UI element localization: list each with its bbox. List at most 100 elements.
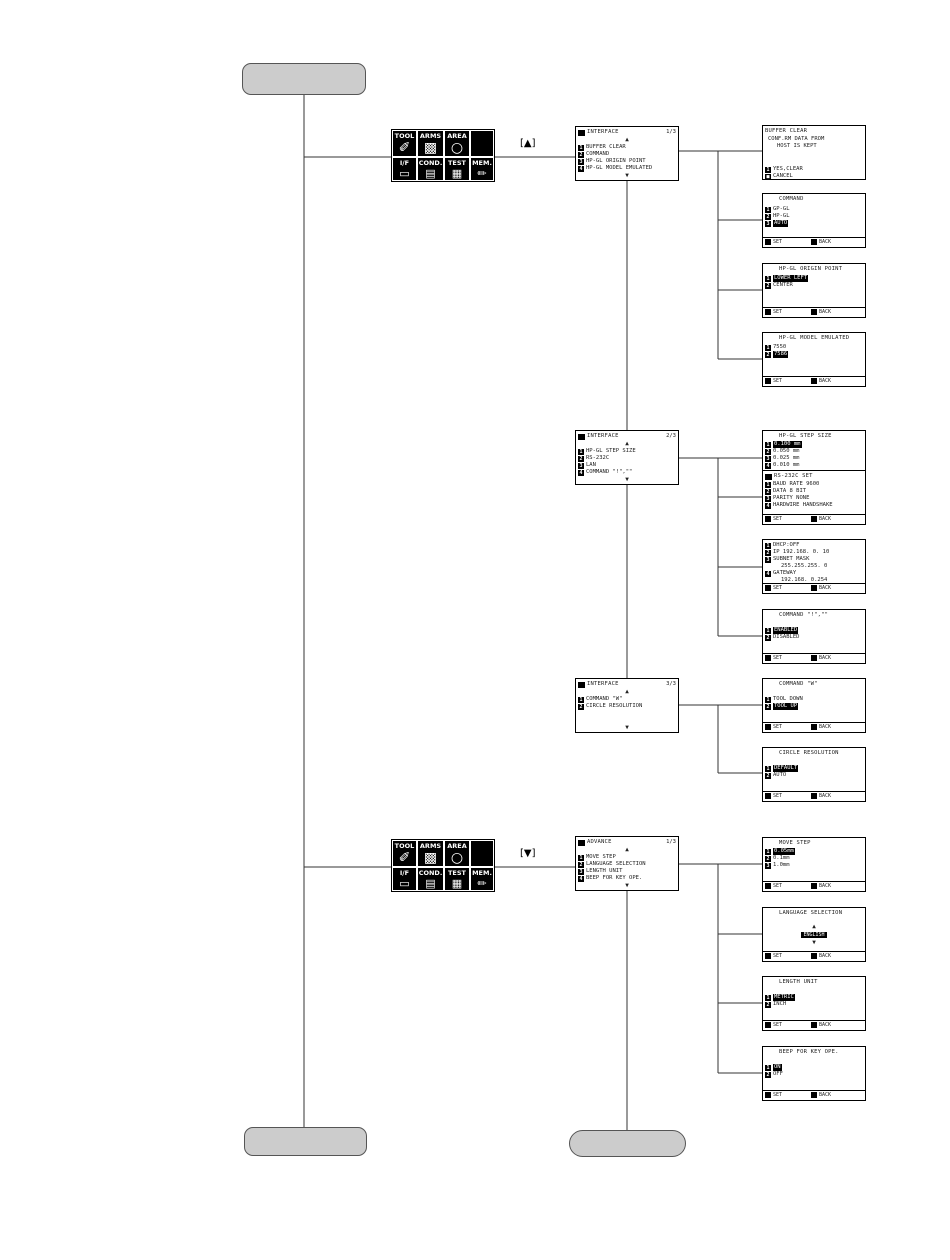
screen-footer: SET BACK	[763, 881, 865, 891]
area-tile[interactable]: AREA ○	[444, 840, 470, 867]
if-tile[interactable]: I/F ▭	[392, 867, 417, 891]
cond-tile[interactable]: COND. ▤	[417, 157, 444, 181]
continue-node-right	[569, 1130, 686, 1157]
tool-tile[interactable]: TOOL ✐	[392, 840, 417, 867]
set-button[interactable]: SET	[763, 654, 782, 662]
scroll-up-icon[interactable]: ▲	[812, 923, 816, 930]
set-button[interactable]: SET	[763, 792, 782, 800]
back-button[interactable]: BACK	[809, 882, 831, 890]
back-button[interactable]: BACK	[809, 377, 831, 385]
scroll-up-icon[interactable]: ▲	[625, 846, 629, 853]
set-button[interactable]: SET	[763, 308, 782, 316]
set-button[interactable]: SET	[763, 723, 782, 731]
test-tile[interactable]: TEST ▦	[444, 867, 470, 891]
set-button[interactable]: SET	[763, 952, 782, 960]
area-tile[interactable]: AREA ○	[444, 130, 470, 157]
set-button[interactable]: SET	[763, 882, 782, 890]
scroll-down-icon[interactable]: ▼	[625, 724, 629, 731]
set-button[interactable]: SET	[763, 584, 782, 592]
scroll-down-icon[interactable]: ▼	[812, 939, 816, 946]
scroll-down-icon[interactable]: ▼	[625, 476, 629, 483]
cancel-option[interactable]: ■CANCEL	[765, 173, 793, 180]
scroll-up-icon[interactable]: ▲	[625, 688, 629, 695]
mem-tile[interactable]: MEM. ✏	[470, 867, 494, 891]
scroll-up-icon[interactable]: ▲	[625, 136, 629, 143]
set-button[interactable]: SET	[763, 377, 782, 385]
down-arrow-key-label: [▼]	[520, 848, 536, 859]
back-button[interactable]: BACK	[809, 515, 831, 523]
cond-tile[interactable]: COND. ▤	[417, 867, 444, 891]
language-value[interactable]: ENGLISH	[801, 932, 827, 938]
back-button[interactable]: BACK	[809, 584, 831, 592]
set-button[interactable]: SET	[763, 238, 782, 246]
back-button[interactable]: BACK	[809, 792, 831, 800]
back-button[interactable]: BACK	[809, 654, 831, 662]
back-button[interactable]: BACK	[809, 308, 831, 316]
mem-tile[interactable]: MEM. ✏	[470, 157, 494, 181]
back-button[interactable]: BACK	[809, 1091, 831, 1099]
back-button[interactable]: BACK	[809, 1021, 831, 1029]
if-tile[interactable]: I/F ▭	[392, 157, 417, 181]
set-button[interactable]: SET	[763, 1091, 782, 1099]
back-button[interactable]: BACK	[809, 952, 831, 960]
set-button[interactable]: SET	[763, 1021, 782, 1029]
scroll-up-icon[interactable]: ▲	[625, 440, 629, 447]
test-tile[interactable]: TEST ▦	[444, 157, 470, 181]
set-button[interactable]: SET	[763, 515, 782, 523]
tool-tile[interactable]: TOOL ✐	[392, 130, 417, 157]
arms-tile[interactable]: ARMS ▩	[417, 130, 444, 157]
back-button[interactable]: BACK	[809, 723, 831, 731]
scroll-down-icon[interactable]: ▼	[625, 172, 629, 179]
scroll-down-icon[interactable]: ▼	[625, 882, 629, 889]
back-button[interactable]: BACK	[809, 238, 831, 246]
arms-tile[interactable]: ARMS ▩	[417, 840, 444, 867]
